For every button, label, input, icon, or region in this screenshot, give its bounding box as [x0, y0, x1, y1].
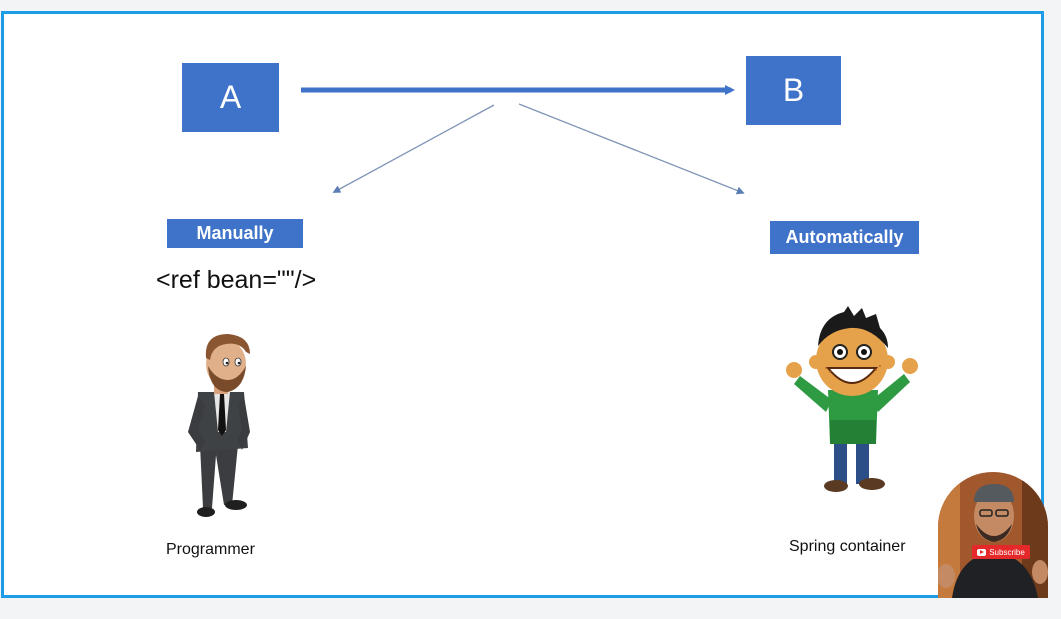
subscribe-label: Subscribe — [989, 547, 1025, 557]
programmer-icon — [188, 334, 250, 517]
webcam-presenter-icon — [938, 472, 1048, 598]
arrow-to-manually — [332, 104, 495, 193]
cartoon-kid-icon — [786, 306, 918, 492]
arrow-to-automatically — [518, 103, 745, 195]
automatically-label: Automatically — [770, 221, 919, 254]
subscribe-button[interactable]: Subscribe — [972, 545, 1030, 559]
youtube-play-icon — [977, 548, 987, 556]
node-a: A — [182, 63, 279, 132]
slide-frame — [1, 11, 1044, 598]
programmer-caption: Programmer — [166, 541, 255, 558]
manually-label: Manually — [167, 219, 303, 248]
presenter-webcam — [938, 472, 1048, 598]
node-b: B — [746, 56, 841, 125]
ref-bean-code: <ref bean=""/> — [156, 266, 317, 294]
spring-container-caption: Spring container — [789, 538, 906, 555]
